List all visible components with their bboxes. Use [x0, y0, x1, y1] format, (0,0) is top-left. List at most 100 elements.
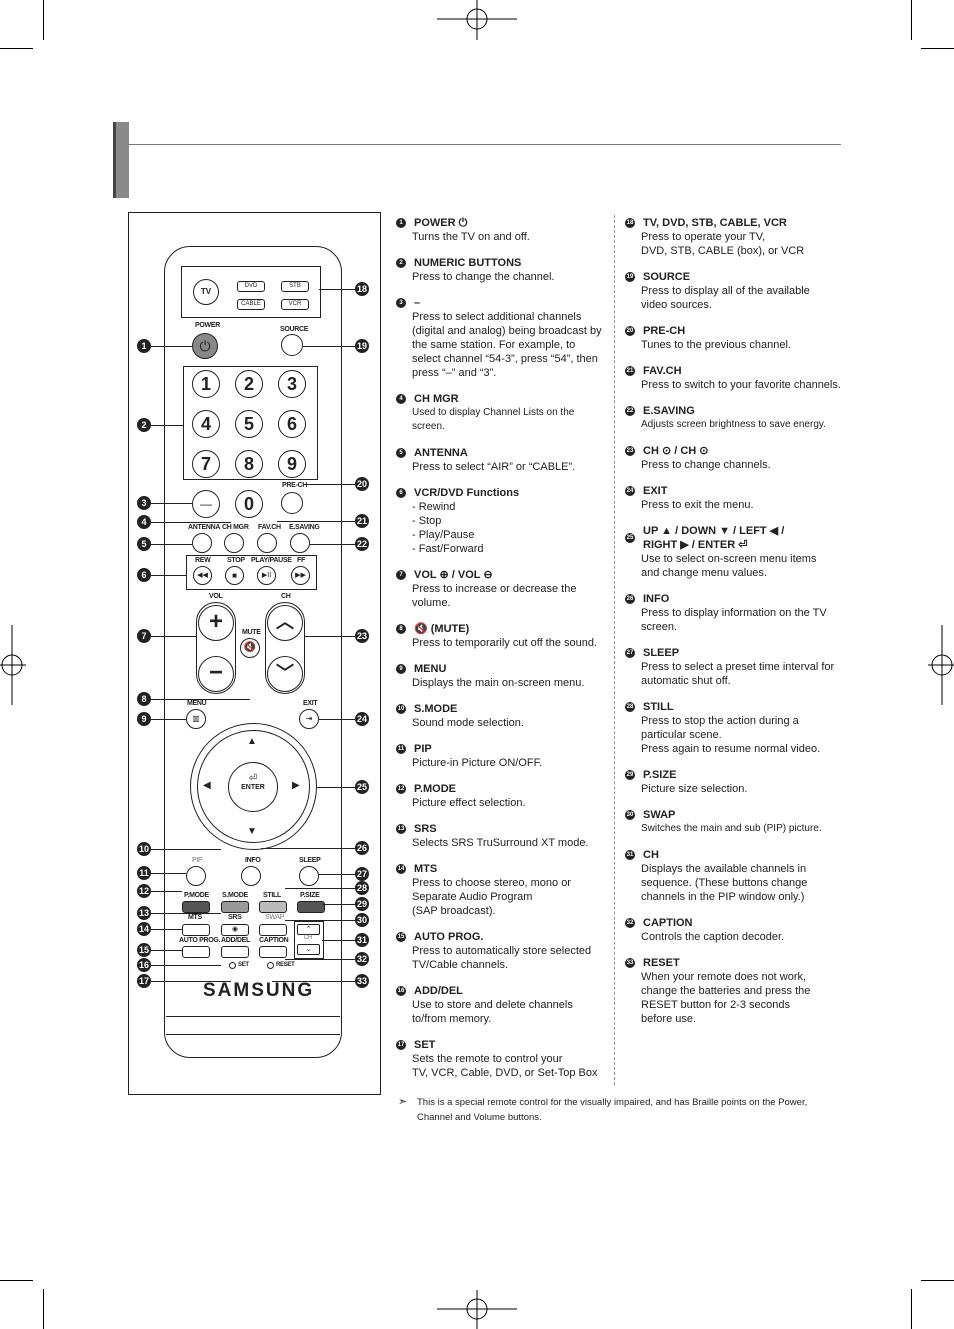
playpause-button[interactable]: ▶II: [257, 566, 276, 585]
rew-button[interactable]: ◀◀: [193, 566, 212, 585]
note-arrow-icon: ➣: [398, 1096, 408, 1108]
dvd-button[interactable]: DVD: [237, 281, 265, 292]
item-description: Turns the TV on and off.: [412, 231, 530, 243]
item-description: Picture effect selection.: [412, 797, 526, 809]
menu-icon: ▥: [192, 714, 200, 723]
item-description: Press to select a preset time interval f…: [641, 661, 835, 687]
digit-5-button[interactable]: 5: [235, 410, 263, 438]
ch-up-button[interactable]: ︿: [267, 605, 303, 641]
remote-illustration-panel: [128, 212, 381, 1095]
set-label: SET: [238, 962, 249, 968]
ch-down-button[interactable]: ﹀: [267, 656, 303, 692]
caption-button[interactable]: [259, 946, 287, 958]
left-arrow-icon[interactable]: ◀: [203, 780, 211, 791]
menu-label: MENU: [187, 700, 207, 707]
vcr-button[interactable]: VCR: [281, 299, 309, 310]
ff-button[interactable]: ▶▶: [291, 566, 310, 585]
adddel-button[interactable]: [221, 946, 249, 958]
item-title-text: VCR/DVD Functions: [414, 487, 520, 499]
callout-line: [285, 920, 355, 921]
item-title-text: STILL: [643, 701, 674, 713]
mts-button[interactable]: [182, 924, 210, 936]
exit-button[interactable]: ⇥: [299, 709, 319, 729]
menu-button[interactable]: ▥: [186, 709, 206, 729]
callout-line: [151, 950, 182, 951]
esaving-button[interactable]: [290, 533, 310, 553]
mute-button[interactable]: 🔇: [240, 638, 260, 658]
info-button[interactable]: [241, 866, 261, 886]
digit-9-button[interactable]: 9: [278, 450, 306, 478]
dash-button[interactable]: —: [192, 490, 220, 518]
enter-button[interactable]: ⏎ ENTER: [228, 762, 278, 812]
antenna-button[interactable]: [192, 533, 212, 553]
callout-line: [151, 699, 250, 700]
stb-button[interactable]: STB: [281, 281, 309, 292]
digit-7-button[interactable]: 7: [192, 450, 220, 478]
srs-button[interactable]: ◉: [221, 924, 249, 936]
vol-down-button[interactable]: −: [198, 656, 234, 692]
swap-button[interactable]: [259, 924, 287, 936]
set-button[interactable]: [229, 962, 236, 969]
item-number: 17: [396, 1040, 406, 1050]
autoprog-button[interactable]: [182, 946, 210, 958]
smode-button[interactable]: [221, 901, 249, 913]
chmgr-button[interactable]: [224, 533, 244, 553]
mts-label: MTS: [188, 914, 202, 921]
item-title-text: INFO: [643, 593, 670, 605]
tv-button[interactable]: TV: [193, 279, 219, 305]
rew-label: REW: [195, 557, 211, 564]
digit-0-button[interactable]: 0: [235, 490, 263, 518]
cable-button[interactable]: CABLE: [237, 299, 265, 310]
digit-3-button[interactable]: 3: [278, 370, 306, 398]
sleep-button[interactable]: [299, 866, 319, 886]
item-description: Controls the caption decoder.: [641, 931, 785, 943]
stop-button[interactable]: ■: [225, 566, 244, 585]
up-arrow-icon[interactable]: ▲: [247, 736, 257, 747]
header-rule: [129, 144, 841, 145]
pip-ch-up-button[interactable]: ⌃: [297, 924, 320, 935]
power-label: POWER: [195, 322, 220, 329]
callout-9: 9: [137, 712, 151, 726]
vol-rocker[interactable]: [196, 602, 236, 694]
vol-up-button[interactable]: +: [198, 605, 234, 641]
digit-8-button[interactable]: 8: [235, 450, 263, 478]
item-description: Switches the main and sub (PIP) picture.: [641, 823, 822, 834]
digit-6-button[interactable]: 6: [278, 410, 306, 438]
digit-1-button[interactable]: 1: [192, 370, 220, 398]
callout-line: [310, 544, 355, 545]
pmode-button[interactable]: [182, 901, 210, 913]
pmode-label: P.MODE: [184, 892, 209, 899]
callout-14: 14: [137, 922, 151, 936]
down-arrow-icon[interactable]: ▼: [247, 826, 257, 837]
reset-button[interactable]: [267, 962, 274, 969]
battery-cover-line: [166, 1034, 340, 1035]
chevron-up-icon: ⌃: [305, 926, 312, 933]
power-button[interactable]: ⏻: [192, 333, 218, 359]
digit-2-button[interactable]: 2: [235, 370, 263, 398]
psize-button[interactable]: [297, 901, 325, 913]
item-title-text: PIP: [414, 743, 432, 755]
digit-4-button[interactable]: 4: [192, 410, 220, 438]
item-title: 3–: [396, 296, 610, 310]
item-title: 8🔇 (MUTE): [396, 622, 610, 636]
item-description: Press to change channels.: [641, 459, 771, 471]
prech-button[interactable]: [281, 492, 303, 514]
callout-line: [303, 346, 355, 347]
still-button[interactable]: [259, 901, 287, 913]
source-button[interactable]: [281, 334, 303, 356]
ch-rocker[interactable]: [265, 602, 305, 694]
right-arrow-icon[interactable]: ▶: [292, 780, 300, 791]
pip-ch-down-button[interactable]: ⌄: [297, 944, 320, 955]
pip-button[interactable]: [186, 866, 206, 886]
favch-button[interactable]: [257, 533, 277, 553]
